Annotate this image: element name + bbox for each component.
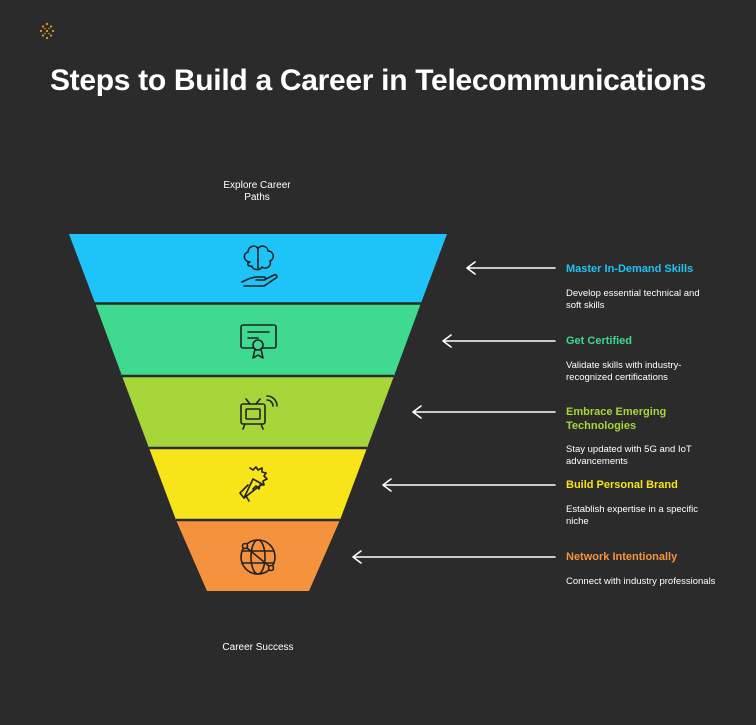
step-5-title: Network Intentionally	[566, 551, 678, 563]
step-3-description: Stay updated with 5G and IoT advancement…	[566, 444, 692, 467]
funnel-top-label: Explore Career Paths	[223, 180, 291, 203]
logo-icon	[39, 22, 55, 40]
network-globe-icon	[240, 539, 276, 575]
step-4-description: Establish expertise in a specific niche	[566, 504, 699, 527]
megaphone-icon	[239, 466, 268, 502]
step-5-description: Connect with industry professionals	[566, 576, 716, 587]
step-4-title: Build Personal Brand	[566, 479, 678, 491]
certificate-icon	[240, 324, 277, 359]
funnel-layer-5	[176, 520, 340, 591]
step-2-title: Get Certified	[566, 335, 633, 347]
step-3-title: Embrace Emerging Technologies	[566, 406, 667, 432]
arrow-step-1	[466, 261, 556, 275]
arrow-step-2	[442, 334, 556, 348]
step-1-title: Master In-Demand Skills	[566, 263, 694, 275]
funnel-layer-3	[122, 376, 394, 448]
page-title: Steps to Build a Career in Telecommunica…	[49, 64, 707, 97]
step-1-description: Develop essential technical and soft ski…	[566, 288, 700, 311]
brain-hand-icon	[241, 245, 278, 287]
arrow-step-5	[352, 550, 556, 564]
arrow-step-3	[412, 405, 556, 419]
step-2-description: Validate skills with industry-recognized…	[566, 360, 682, 383]
tv-signal-icon	[240, 395, 278, 430]
arrow-step-4	[382, 478, 556, 492]
funnel-bottom-label: Career Success	[222, 642, 294, 653]
funnel-layer-4	[149, 448, 367, 520]
